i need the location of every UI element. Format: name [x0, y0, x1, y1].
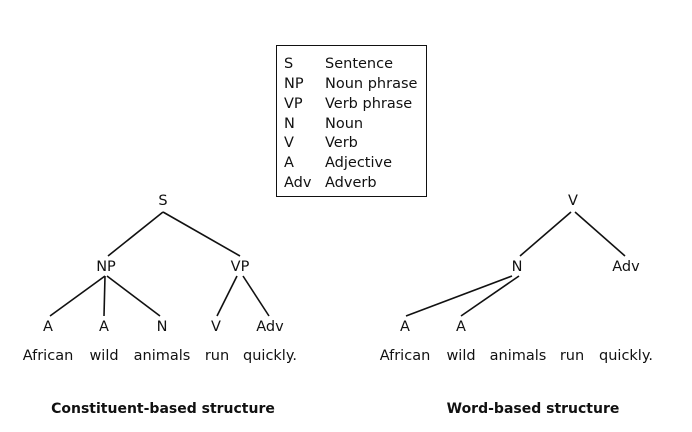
node-vp: VP: [231, 259, 250, 275]
legend-full: Adverb: [325, 175, 377, 191]
edge-v-n: [519, 211, 572, 257]
node-n: N: [512, 259, 523, 275]
leaf-tag-n: N: [157, 319, 168, 335]
legend-abbr: Adv: [284, 175, 312, 191]
legend-full: Verb: [325, 135, 358, 151]
edge-n-a1: [405, 275, 513, 317]
word-quickly: quickly.: [599, 348, 653, 364]
legend-abbr: V: [284, 135, 294, 151]
legend-abbr: S: [284, 56, 294, 72]
word-animals: animals: [134, 348, 191, 364]
word-tree-edges: [405, 211, 626, 317]
legend-abbr: N: [284, 116, 295, 132]
node-v: V: [568, 193, 578, 209]
legend-box: S Sentence NP Noun phrase VP Verb phrase…: [276, 45, 427, 197]
word-animals: animals: [490, 348, 547, 364]
edge-vp-adv: [242, 275, 270, 317]
leaf-tag-a: A: [43, 319, 53, 335]
legend-abbr: VP: [284, 96, 303, 112]
word-wild: wild: [89, 348, 118, 364]
leaf-tag-a: A: [456, 319, 466, 335]
edge-v-adv: [574, 211, 626, 257]
word-african: African: [23, 348, 74, 364]
edge-np-a1: [49, 275, 106, 317]
legend-full: Adjective: [325, 155, 393, 171]
legend-abbr: A: [284, 155, 294, 171]
edge-np-n: [106, 275, 161, 317]
word-run: run: [560, 348, 584, 364]
legend-full: Verb phrase: [325, 96, 413, 112]
leaf-tag-adv: Adv: [256, 319, 284, 335]
caption-constituent: Constituent-based structure: [51, 401, 275, 417]
edge-s-vp: [162, 211, 241, 257]
edge-vp-v: [216, 275, 238, 317]
leaf-tag-a: A: [99, 319, 109, 335]
leaf-tag-a: A: [400, 319, 410, 335]
legend-full: Noun: [325, 116, 364, 132]
legend-full: Noun phrase: [325, 76, 418, 92]
caption-word: Word-based structure: [447, 401, 620, 417]
word-run: run: [205, 348, 229, 364]
legend-abbr: NP: [284, 76, 304, 92]
node-s: S: [158, 193, 167, 209]
word-african: African: [380, 348, 431, 364]
node-adv: Adv: [612, 259, 640, 275]
legend-full: Sentence: [325, 56, 394, 72]
edge-n-a2: [460, 275, 520, 317]
edge-s-np: [107, 211, 164, 257]
word-wild: wild: [446, 348, 475, 364]
leaf-tag-v: V: [211, 319, 221, 335]
constituent-tree-edges: [49, 211, 270, 317]
node-np: NP: [96, 259, 116, 275]
edge-np-a2: [103, 275, 106, 317]
word-quickly: quickly.: [243, 348, 297, 364]
